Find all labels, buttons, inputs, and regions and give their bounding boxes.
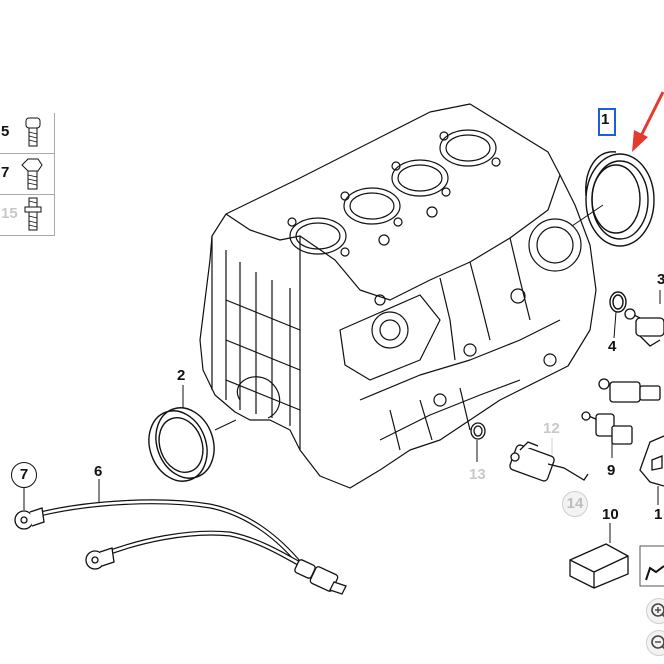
part-oil-pressure-switch[interactable]	[598, 378, 661, 403]
part-12-camshaft-sensor[interactable]	[509, 441, 589, 482]
part-3-sensor[interactable]	[624, 308, 664, 347]
side-row-5[interactable]: 5	[0, 113, 55, 154]
thumbnail-panel[interactable]	[639, 545, 664, 587]
callout-11[interactable]: 1	[654, 506, 663, 523]
callout-1[interactable]: 1	[601, 111, 610, 128]
part-1-rear-seal[interactable]	[585, 151, 655, 247]
part-4-o-ring[interactable]	[609, 291, 627, 313]
selected-part-highlight	[598, 108, 616, 136]
callout-6[interactable]: 6	[94, 463, 103, 480]
callout-7[interactable]: 7	[11, 462, 37, 488]
stud-bolt-icon	[24, 197, 42, 231]
cylinder-bore	[439, 129, 497, 167]
part-13-o-ring[interactable]	[470, 422, 486, 440]
red-arrow-icon	[632, 91, 664, 152]
callout-10[interactable]: 10	[602, 506, 619, 523]
side-row-7[interactable]: 7	[0, 154, 55, 195]
callout-12[interactable]: 12	[543, 420, 560, 437]
bolt-icon	[25, 117, 41, 147]
zoom-in-icon	[651, 603, 664, 618]
side-row-number: 5	[1, 123, 10, 140]
cylinder-bore	[343, 187, 401, 225]
callout-3[interactable]: 3	[657, 271, 664, 288]
zoom-out-icon	[651, 635, 664, 650]
side-row-15[interactable]: 15	[0, 195, 55, 236]
cylinder-bore	[391, 159, 449, 197]
callout-2[interactable]: 2	[177, 367, 186, 384]
part-11-sensor[interactable]	[639, 435, 664, 487]
part-10-box[interactable]	[569, 543, 629, 589]
hex-bolt-icon	[21, 158, 43, 190]
engine-block[interactable]	[199, 103, 597, 489]
side-row-number: 15	[1, 205, 18, 222]
callout-4[interactable]: 4	[608, 338, 617, 355]
callout-14[interactable]: 14	[562, 491, 588, 517]
zoom-in-button[interactable]	[646, 598, 664, 624]
part-6-knock-sensor-harness[interactable]	[14, 499, 347, 595]
side-row-number: 7	[1, 164, 10, 181]
zoom-out-button[interactable]	[646, 630, 664, 656]
callout-9[interactable]: 9	[607, 462, 616, 479]
callout-13[interactable]: 13	[469, 466, 486, 483]
cylinder-bore	[289, 217, 347, 255]
part-2-front-seal[interactable]	[139, 400, 223, 490]
part-9-temperature-sensor[interactable]	[581, 411, 633, 445]
